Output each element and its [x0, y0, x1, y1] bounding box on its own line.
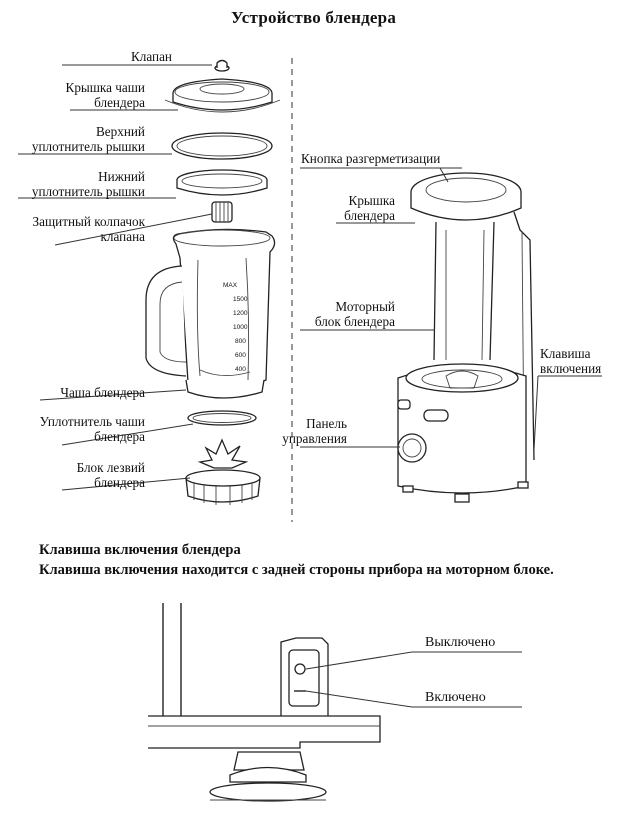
section-heading: Клавиша включения блендера: [39, 542, 241, 558]
label-jar-lid-1: Крышка чаши: [65, 80, 145, 95]
section-text: Клавиша включения находится с задней сто…: [39, 562, 554, 578]
jar-mark: 600: [235, 352, 246, 359]
jar-mark: 1000: [233, 324, 248, 331]
label-depressurize-button: Кнопка разгерметизации: [301, 151, 441, 166]
label-blade-unit-2: блендера: [94, 475, 145, 490]
leader-lines-right: [300, 167, 602, 451]
label-blender-lid-1: Крышка: [348, 193, 395, 208]
label-valve-cap-2: клапана: [100, 229, 146, 244]
jar-mark: 1200: [233, 310, 248, 317]
label-blender-lid-2: блендера: [344, 208, 395, 223]
upper-seal-part: [171, 132, 273, 160]
valve-cap-part: [211, 201, 233, 223]
label-valve: Клапан: [130, 49, 172, 64]
assembled-blender: [397, 172, 535, 503]
label-jar-lid-2: блендера: [94, 95, 145, 110]
label-control-panel-2: управления: [282, 431, 347, 446]
label-switch-off: Выключено: [425, 635, 496, 650]
jar-scale: MAX 1500 1200 1000 800 600 400: [223, 279, 247, 377]
switch-detail: [148, 603, 522, 802]
jar-mark: 400: [235, 366, 246, 373]
label-upper-seal-2: уплотнитель рышки: [31, 139, 145, 154]
label-motor-2: блок блендера: [314, 314, 395, 329]
label-blade-unit-1: Блок лезвий: [76, 460, 145, 475]
label-power-key-1: Клавиша: [540, 346, 591, 361]
label-switch-on: Включено: [425, 690, 486, 705]
jar-mark: MAX: [223, 282, 238, 289]
jar-mark: 1500: [233, 296, 248, 303]
valve-part: [214, 59, 230, 72]
blade-unit-part: [185, 438, 261, 505]
jar-part: [145, 228, 276, 399]
label-motor-1: Моторный: [335, 299, 395, 314]
label-power-key-2: включения: [540, 361, 602, 376]
lower-seal-part: [176, 169, 268, 196]
label-upper-seal-1: Верхний: [95, 124, 145, 139]
jar-mark: 800: [235, 338, 246, 345]
jar-seal-part: [187, 410, 257, 426]
label-control-panel-1: Панель: [306, 416, 347, 431]
label-jar: Чаша блендера: [60, 385, 145, 400]
jar-lid-part: [164, 78, 281, 113]
label-lower-seal-1: Нижний: [98, 169, 145, 184]
label-jar-seal-1: Уплотнитель чаши: [39, 414, 145, 429]
page-title: Устройство блендера: [230, 8, 397, 27]
label-lower-seal-2: уплотнитель рышки: [31, 184, 145, 199]
label-valve-cap-1: Защитный колпачок: [32, 214, 145, 229]
label-jar-seal-2: блендера: [94, 429, 145, 444]
leader-lines-left: [18, 64, 213, 491]
